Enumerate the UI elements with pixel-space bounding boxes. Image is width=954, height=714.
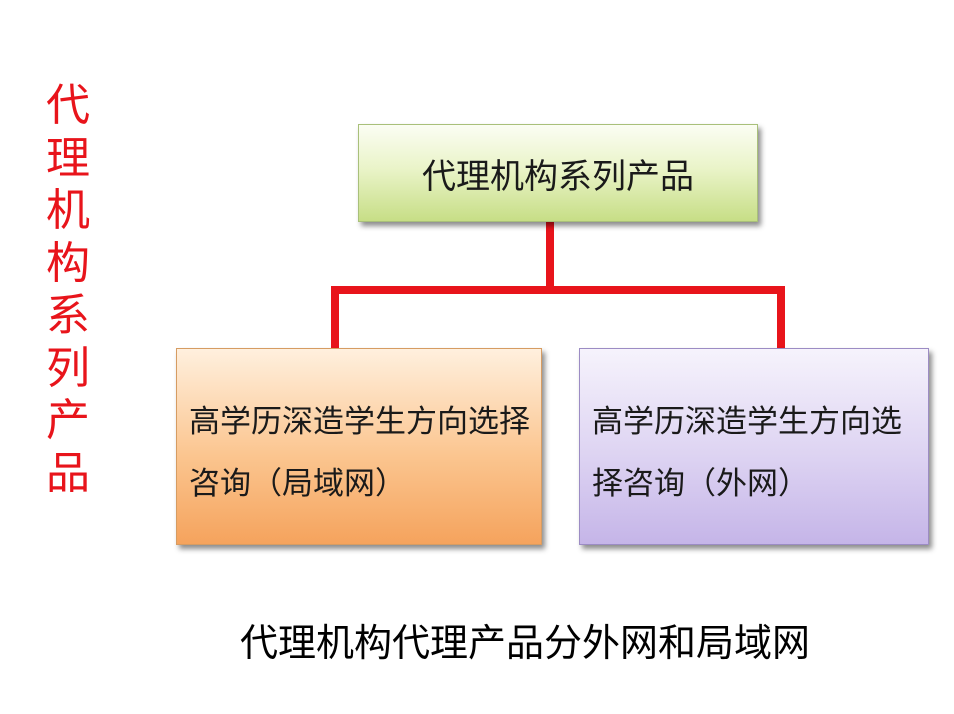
root-node: 代理机构系列产品 xyxy=(358,124,758,222)
child-node-lan: 高学历深造学生方向选择咨询（局域网） xyxy=(176,348,542,545)
caption: 代理机构代理产品分外网和局域网 xyxy=(239,621,810,665)
root-node-label: 代理机构系列产品 xyxy=(422,156,694,197)
vertical-title: 代理机构系列产品 xyxy=(46,80,90,499)
child-node-internet: 高学历深造学生方向选择咨询（外网） xyxy=(579,348,929,545)
